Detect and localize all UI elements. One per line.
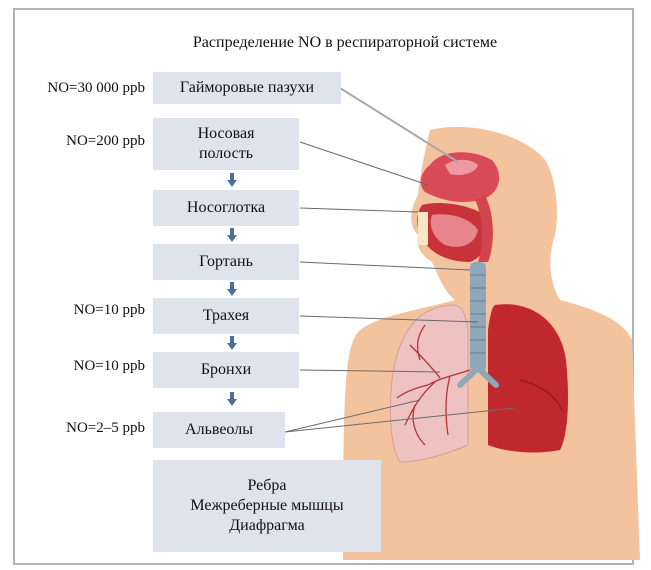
arrow-down-icon xyxy=(226,228,238,242)
box-bronchi: Бронхи xyxy=(153,352,299,388)
box-sinuses: Гайморовые пазухи xyxy=(153,72,341,104)
no-label-bronchi: NO=10 ppb xyxy=(74,358,145,375)
arrow-down-icon xyxy=(226,282,238,296)
arrow-down-icon xyxy=(226,173,238,187)
no-label-trachea: NO=10 ppb xyxy=(74,302,145,319)
box-respiratory-muscles: Ребра Межреберные мышцы Диафрагма xyxy=(153,460,381,552)
box-larynx: Гортань xyxy=(153,244,299,280)
no-label-nasal: NO=200 ppb xyxy=(66,133,145,150)
arrow-down-icon xyxy=(226,392,238,406)
box-nasopharynx: Носоглотка xyxy=(153,190,299,226)
box-trachea: Трахея xyxy=(153,298,299,334)
no-label-alveoli: NO=2–5 ppb xyxy=(66,420,145,437)
arrow-down-icon xyxy=(226,336,238,350)
box-alveoli: Альвеолы xyxy=(153,412,285,448)
no-label-sinuses: NO=30 000 ppb xyxy=(47,80,145,97)
teeth xyxy=(418,212,428,245)
trachea xyxy=(470,262,486,372)
box-nasal-cavity: Носовая полость xyxy=(153,118,299,170)
